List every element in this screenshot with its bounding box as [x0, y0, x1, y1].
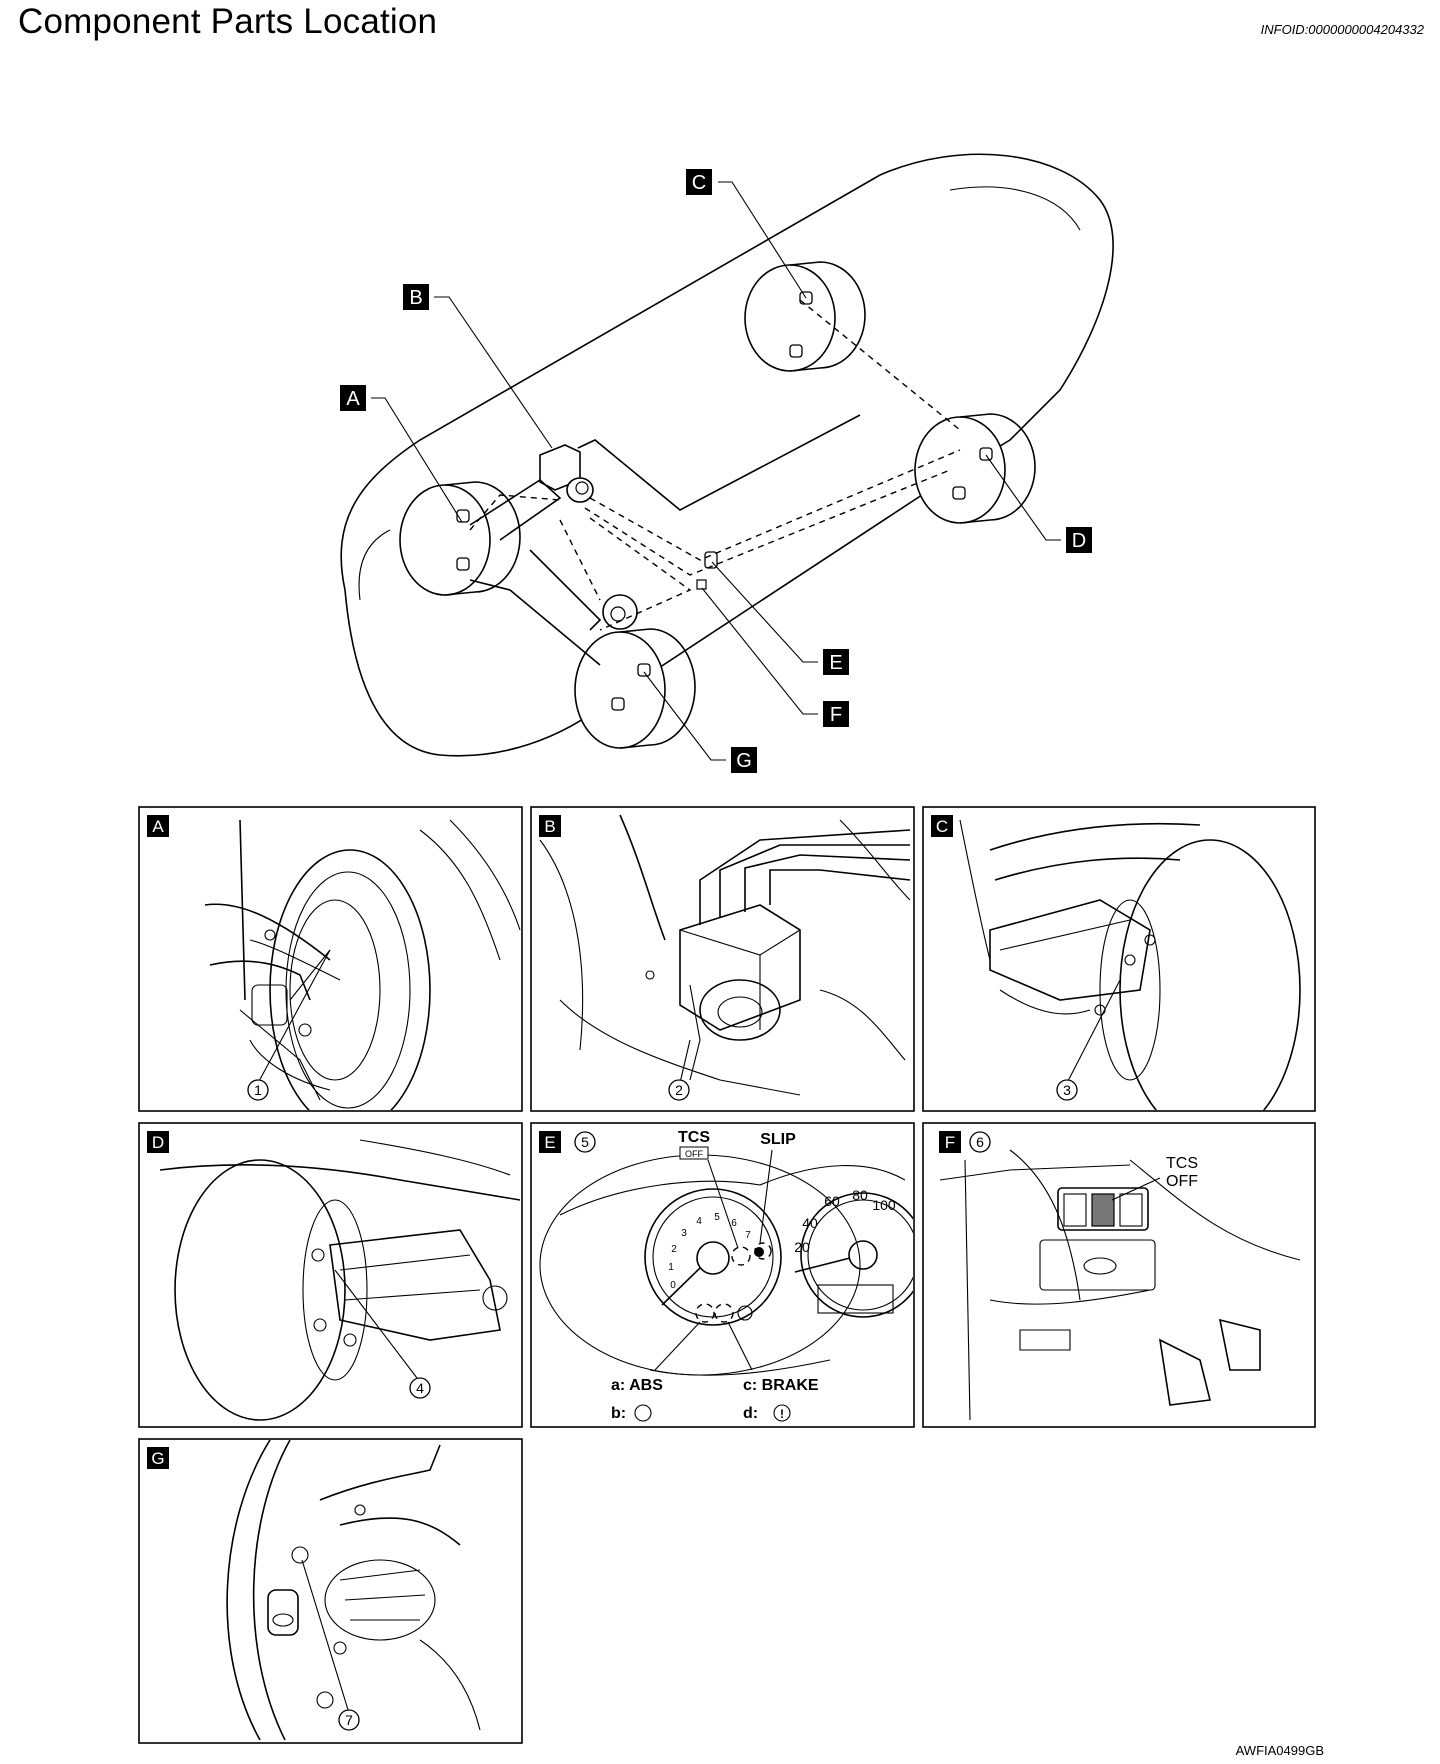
tach-tick-3: 3 [681, 1228, 687, 1239]
tcs-label: TCS [678, 1129, 710, 1146]
brake-symbol-icon [773, 1404, 791, 1422]
combination-meter-marker [696, 579, 707, 590]
figure-code: AWFIA0499GB [1235, 1743, 1324, 1758]
legend-b: b: [611, 1405, 626, 1422]
label-e: E [823, 649, 849, 675]
tach-tick-7: 7 [745, 1230, 751, 1241]
brake-booster [602, 594, 638, 630]
legend-c-brake: c: BRAKE [743, 1377, 819, 1394]
vehicle-body-outline [340, 153, 1114, 757]
wheel-front-right [574, 628, 696, 749]
label-a: A [340, 385, 366, 411]
panel-a: 1 A [138, 806, 523, 1112]
panel-b: 2 B [530, 806, 915, 1112]
svg-text:D: D [1072, 530, 1086, 552]
exclamation-icon: ! [780, 1407, 784, 1421]
callout-5: 5 [581, 1134, 589, 1150]
callout-4: 4 [416, 1380, 424, 1396]
panel-e-label: E [544, 1133, 555, 1152]
tcs-off-switch [1091, 1193, 1115, 1227]
speed-tick-100: 100 [872, 1197, 896, 1213]
callout-1: 1 [254, 1082, 262, 1098]
svg-text:C: C [692, 172, 706, 194]
label-d: D [1066, 527, 1092, 553]
label-c: C [686, 169, 712, 195]
tachometer [644, 1188, 782, 1326]
panel-b-label: B [544, 817, 555, 836]
svg-text:E: E [829, 652, 842, 674]
tcs-switch-label: TCS [1166, 1155, 1198, 1172]
speed-tick-60: 60 [824, 1193, 840, 1209]
speed-tick-40: 40 [802, 1215, 818, 1231]
off-label: OFF [685, 1149, 703, 1159]
svg-text:B: B [409, 287, 422, 309]
panel-f: TCS OFF F 6 [922, 1122, 1316, 1428]
callout-6: 6 [976, 1134, 984, 1150]
slip-label: SLIP [760, 1131, 796, 1148]
vehicle-overview: A B C D E F G [340, 153, 1114, 773]
legend-d: d: [743, 1405, 758, 1422]
svg-text:A: A [346, 388, 360, 410]
tach-tick-2: 2 [671, 1244, 677, 1255]
wheel-rear-left [744, 261, 866, 372]
wheel-rear-right [914, 413, 1036, 524]
tach-tick-4: 4 [696, 1216, 702, 1227]
legend-a-abs: a: ABS [611, 1377, 663, 1394]
tach-tick-1: 1 [668, 1262, 674, 1273]
speedometer [800, 1192, 913, 1318]
tach-tick-5: 5 [714, 1212, 720, 1223]
speed-tick-80: 80 [852, 1187, 868, 1203]
info-id: INFOID:0000000004204332 [1260, 22, 1424, 37]
panel-f-label: F [945, 1133, 955, 1152]
panel-d: 4 D [138, 1122, 523, 1428]
label-f: F [823, 701, 849, 727]
panel-a-label: A [152, 817, 164, 836]
panel-c: 3 C [922, 806, 1316, 1112]
callout-7: 7 [345, 1712, 353, 1728]
svg-text:F: F [830, 704, 842, 726]
panel-g: 7 G [138, 1438, 523, 1744]
panel-e: 0 1 2 3 4 5 6 7 20 40 60 80 100 TCS OFF … [530, 1122, 915, 1428]
tach-tick-0: 0 [670, 1280, 676, 1291]
label-b: B [403, 284, 429, 310]
panel-d-label: D [152, 1133, 164, 1152]
speed-tick-20: 20 [794, 1239, 810, 1255]
abs-actuator [539, 444, 594, 503]
abs-symbol-icon [634, 1404, 652, 1422]
svg-text:G: G [736, 750, 752, 772]
panel-g-label: G [151, 1449, 164, 1468]
callout-3: 3 [1063, 1082, 1071, 1098]
callout-2: 2 [675, 1082, 683, 1098]
off-switch-label: OFF [1166, 1173, 1198, 1190]
label-g: G [731, 747, 757, 773]
wheel-front-left [399, 481, 521, 596]
tach-tick-6: 6 [731, 1218, 737, 1229]
page-title: Component Parts Location [18, 2, 438, 41]
panel-c-label: C [936, 817, 948, 836]
